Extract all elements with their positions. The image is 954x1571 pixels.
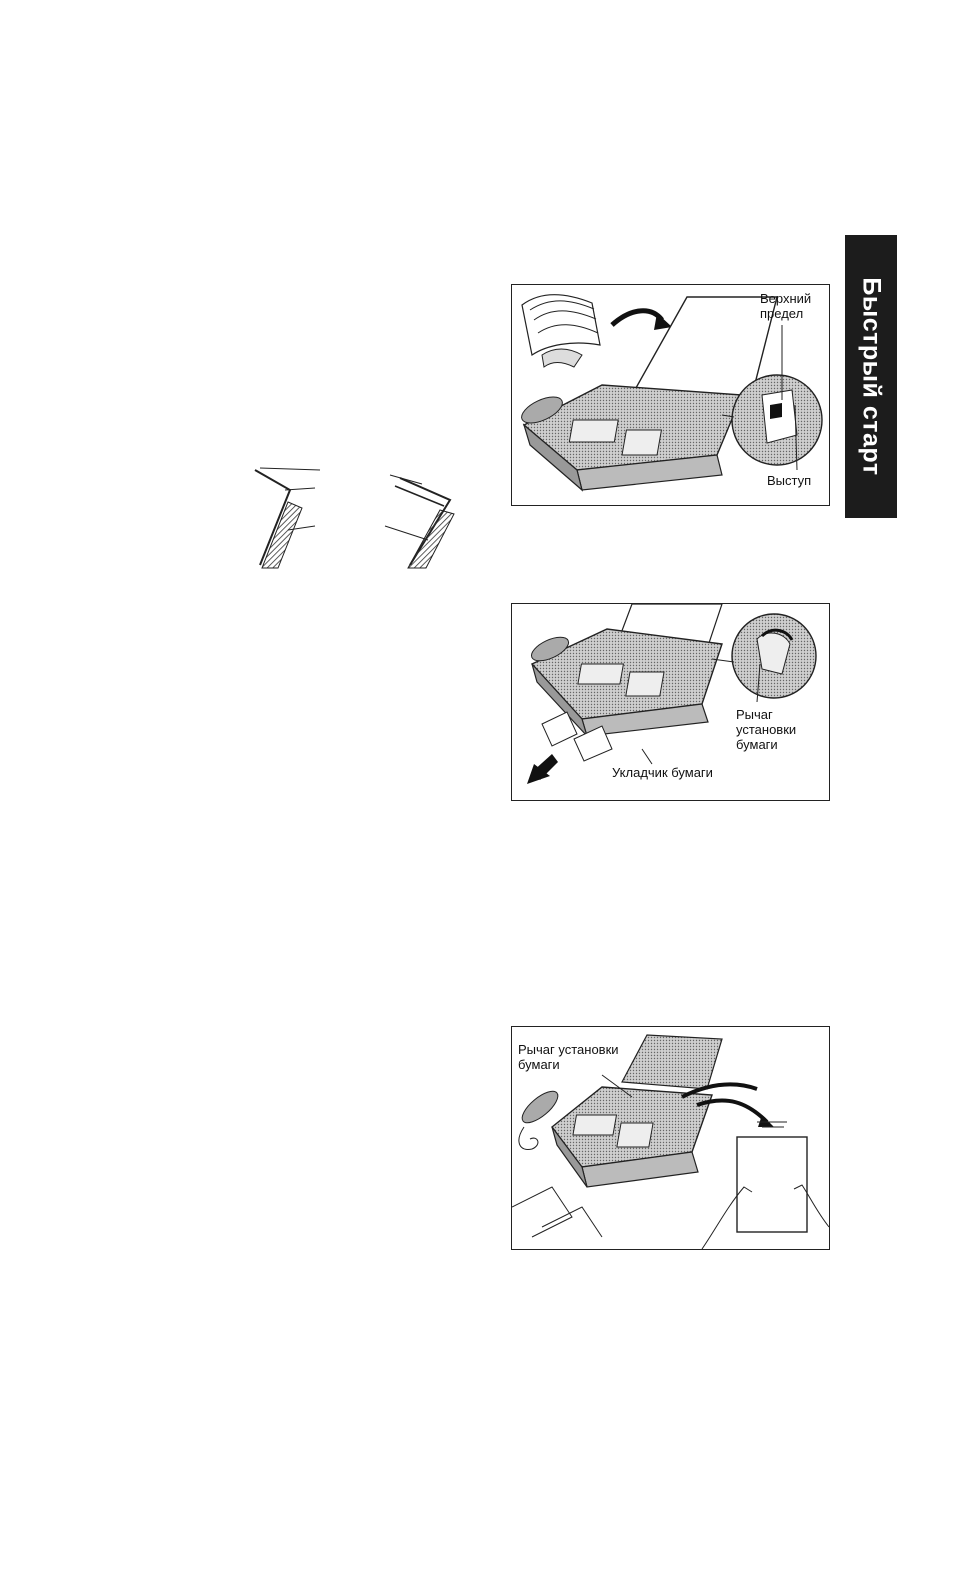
- paper-edge-sketch: [250, 460, 465, 570]
- paper-lever-label: Рычаг установки бумаги: [518, 1042, 619, 1072]
- section-tab-label: Быстрый старт: [857, 277, 886, 475]
- section-side-tab: Быстрый старт: [845, 235, 897, 518]
- figure-paper-removal: Рычаг установки бумаги: [511, 1026, 830, 1250]
- figure-paper-stacker: Рычаг установки бумаги Укладчик бумаги: [511, 603, 830, 801]
- tab-protrusion-label: Выступ: [767, 473, 811, 488]
- paper-lever-label: Рычаг установки бумаги: [736, 707, 796, 752]
- figure-paper-loading: Верхний предел Выступ: [511, 284, 830, 506]
- paper-stacker-label: Укладчик бумаги: [612, 765, 713, 780]
- upper-limit-label: Верхний предел: [760, 291, 811, 321]
